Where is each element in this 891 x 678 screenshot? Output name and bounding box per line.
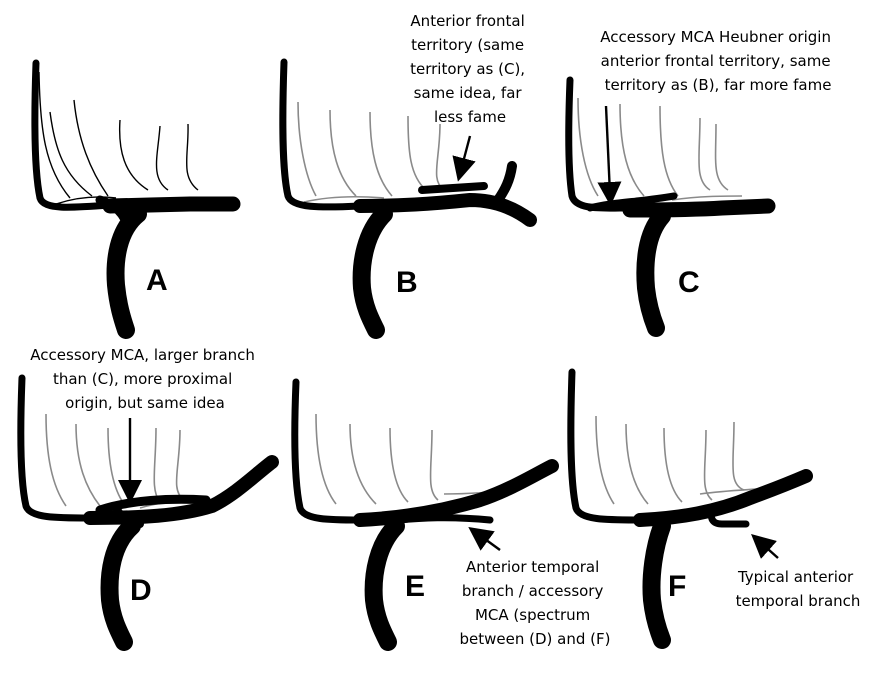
callout-c-arrow (597, 105, 622, 206)
panel-e: E Anterior temporal branch / accessory M… (291, 378, 611, 651)
callout-e-line-1: Anterior temporal (466, 558, 599, 576)
panel-c-branches (577, 97, 743, 201)
callout-b-line-5: less fame (434, 108, 506, 126)
callout-d-line-3: origin, but same idea (65, 394, 225, 412)
callout-d-line-1: Accessory MCA, larger branch (30, 346, 255, 364)
panel-b: B Anterior frontal territory (same terri… (279, 12, 537, 339)
panel-d-callout: Accessory MCA, larger branch than (C), m… (30, 346, 259, 504)
panel-b-vessels (279, 58, 537, 339)
callout-b-arrow (452, 135, 476, 182)
callout-b-line-1: Anterior frontal (410, 12, 524, 30)
panel-a-branches (38, 71, 199, 205)
panel-a-vessels (31, 59, 241, 339)
panel-c-callout: Accessory MCA Heubner origin anterior fr… (597, 28, 835, 206)
panel-letter-b: B (396, 266, 418, 299)
panel-d: D Accessory MCA, larger branch than (C),… (17, 346, 279, 651)
panel-c-vessels (565, 76, 776, 337)
callout-f-text: Typical anterior temporal branch (736, 568, 861, 610)
panel-letter-d: D (130, 574, 152, 607)
callout-e-text: Anterior temporal branch / accessory MCA… (460, 558, 611, 648)
panel-f-vessels (567, 368, 813, 649)
callout-f-line-1: Typical anterior (737, 568, 854, 586)
panel-b-branches (297, 101, 445, 203)
callout-d-line-2: than (C), more proximal (53, 370, 232, 388)
callout-b-line-3: territory as (C), (410, 60, 525, 78)
callout-c-line-3: territory as (B), far more fame (605, 76, 832, 94)
panel-b-callout: Anterior frontal territory (same territo… (410, 12, 530, 182)
panel-letter-e: E (405, 570, 425, 603)
panel-d-branches (45, 413, 205, 509)
panel-d-vessels (17, 374, 279, 651)
callout-d-text: Accessory MCA, larger branch than (C), m… (30, 346, 259, 412)
panel-c: C Accessory MCA Heubner origin anterior … (565, 28, 835, 337)
callout-e-line-4: between (D) and (F) (460, 630, 611, 648)
callout-c-line-1: Accessory MCA Heubner origin (600, 28, 831, 46)
panel-f: F Typical anterior temporal branch (567, 368, 861, 649)
panel-e-vessels (291, 378, 559, 651)
callout-c-line-2: anterior frontal territory, same (601, 52, 831, 70)
callout-e-line-3: MCA (spectrum (475, 606, 590, 624)
panel-e-callout: Anterior temporal branch / accessory MCA… (460, 526, 611, 648)
callout-e-arrow (468, 526, 501, 551)
panel-f-callout: Typical anterior temporal branch (736, 534, 861, 610)
callout-f-arrow (751, 534, 779, 559)
panel-letter-c: C (678, 266, 700, 299)
callout-e-line-2: branch / accessory (462, 582, 604, 600)
callout-b-line-2: territory (same (411, 36, 524, 54)
callout-f-line-2: temporal branch (736, 592, 861, 610)
panel-f-branches (595, 415, 771, 505)
panel-letter-f: F (668, 570, 686, 603)
panel-letter-a: A (146, 264, 168, 297)
panel-a: A (31, 59, 241, 339)
callout-b-line-4: same idea, far (414, 84, 523, 102)
callout-c-text: Accessory MCA Heubner origin anterior fr… (600, 28, 835, 94)
callout-b-text: Anterior frontal territory (same territo… (410, 12, 530, 126)
panel-e-branches (315, 413, 515, 505)
